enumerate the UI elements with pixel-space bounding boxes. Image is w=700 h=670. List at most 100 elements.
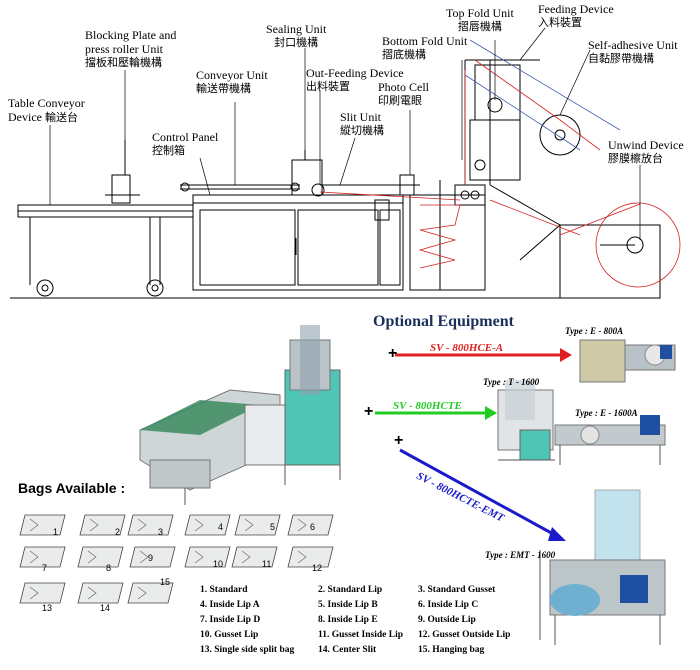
label-blocking-plate: Blocking Plate and press roller Unit 擋板和… <box>85 28 176 69</box>
bag-number-label: 4 <box>218 522 224 532</box>
label-en: Unwind Device <box>608 138 684 152</box>
bag-legend-item: 7. Inside Lip D <box>200 615 261 625</box>
plus-sign-2: + <box>364 403 374 420</box>
bag-legend-item: 13. Single side split bag <box>200 645 295 655</box>
label-en: Slit Unit <box>340 110 382 124</box>
bag-number-label: 14 <box>100 603 111 613</box>
label-en: Photo Cell <box>378 80 430 94</box>
bag-number-label: 6 <box>310 522 316 532</box>
bag-icons <box>19 514 334 604</box>
bag-icon-2 <box>79 514 126 536</box>
label-slit-unit: Slit Unit 縱切機構 <box>340 110 384 137</box>
label-zh: 出料裝置 <box>306 80 350 93</box>
label-unwind-device: Unwind Device 膠膜檫放台 <box>608 138 684 165</box>
plus-sign-1: + <box>388 345 398 362</box>
bag-icon-10 <box>184 546 231 568</box>
label-table-conveyor: Table Conveyor Device 輸送台 <box>8 96 85 124</box>
label-en: Conveyor Unit <box>196 68 268 82</box>
accessory-e1600a-photo <box>554 415 666 465</box>
type-label-emt1600: Type : EMT - 1600 <box>485 550 556 560</box>
bag-number-label: 2 <box>115 527 121 537</box>
type-label-e800a: Type : E - 800A <box>565 326 624 336</box>
optional-equipment-graphic <box>139 325 676 645</box>
label-en: Sealing Unit <box>266 22 327 36</box>
label-feeding-device: Feeding Device 入料裝置 <box>538 2 614 29</box>
bag-number-label: 8 <box>106 563 112 573</box>
bag-legend-item: 14. Center Slit <box>318 645 377 655</box>
bag-icon-4 <box>184 514 231 536</box>
bag-icon-1 <box>19 514 66 536</box>
label-zh: 控制箱 <box>152 144 185 157</box>
model-label-hce-a: SV - 800HCE-A <box>430 342 504 354</box>
label-sealing-unit: Sealing Unit 封口機構 <box>266 22 326 49</box>
label-control-panel: Control Panel 控制箱 <box>152 130 218 157</box>
label-zh: 輸送台 <box>44 111 78 124</box>
accessory-t1600-photo <box>497 380 555 461</box>
main-machine-photo <box>139 325 341 505</box>
bag-legend-item: 1. Standard <box>200 585 248 595</box>
label-en: Control Panel <box>152 130 219 144</box>
label-self-adhesive: Self-adhesive Unit 自黏膠帶機構 <box>588 38 678 65</box>
bag-number-label: 9 <box>148 553 154 563</box>
bag-number-label: 1 <box>53 527 59 537</box>
label-en: Table Conveyor <box>8 96 85 110</box>
bag-icon-15 <box>127 582 174 604</box>
label-photo-cell: Photo Cell 印刷電眼 <box>378 80 429 107</box>
label-en: Self-adhesive Unit <box>588 38 678 52</box>
bag-legend-item: 5. Inside Lip B <box>318 600 378 610</box>
bags-available-title: Bags Available : <box>18 480 126 496</box>
label-en-line2: press roller Unit <box>85 42 163 56</box>
model-arrow-green <box>375 406 497 420</box>
machine-line-drawing <box>10 27 681 299</box>
bag-icon-5 <box>234 514 281 536</box>
bag-number-label: 12 <box>312 563 323 573</box>
label-zh: 摺底機構 <box>382 48 426 61</box>
label-zh: 自黏膠帶機構 <box>588 52 654 65</box>
model-arrow-red <box>395 348 572 362</box>
bag-legend-item: 8. Inside Lip E <box>318 615 378 625</box>
bag-legend-item: 12. Gusset Outside Lip <box>418 630 511 640</box>
label-zh: 縱切機構 <box>340 124 384 137</box>
label-en: Blocking Plate and <box>85 28 177 42</box>
bag-number-label: 15 <box>160 577 171 587</box>
bag-legend-item: 3. Standard Gusset <box>418 585 496 595</box>
accessory-emt1600-photo <box>539 489 666 645</box>
label-zh: 印刷電眼 <box>378 94 422 107</box>
bag-number-label: 10 <box>213 559 224 569</box>
type-label-t1600: Type : T - 1600 <box>483 377 540 387</box>
label-zh: 膠膜檫放台 <box>608 152 663 165</box>
label-en: Feeding Device <box>538 2 614 16</box>
label-zh: 入料裝置 <box>538 16 582 29</box>
label-conveyor-unit: Conveyor Unit 輸送帶機構 <box>196 68 268 95</box>
label-zh: 輸送帶機構 <box>196 82 251 95</box>
model-arrow-blue <box>399 448 566 541</box>
bag-legend-item: 10. Gusset Lip <box>200 630 259 640</box>
bag-number-label: 3 <box>158 527 164 537</box>
label-en: Bottom Fold Unit <box>382 34 468 48</box>
bag-icon-3 <box>127 514 174 536</box>
bag-icon-8 <box>77 546 124 568</box>
plus-sign-3: + <box>394 432 404 449</box>
label-out-feeding: Out-Feeding Device 出料裝置 <box>306 66 404 93</box>
label-zh: 擋板和壓輪機構 <box>85 56 162 69</box>
bag-number-label: 7 <box>42 563 48 573</box>
label-zh: 摺唇機構 <box>457 20 502 33</box>
bag-legend-item: 4. Inside Lip A <box>200 600 260 610</box>
optional-equipment-title: Optional Equipment <box>373 313 514 330</box>
bag-legend-item: 11. Gusset Inside Lip <box>318 630 403 640</box>
label-top-fold: Top Fold Unit 摺唇機構 <box>446 6 514 33</box>
label-bottom-fold: Bottom Fold Unit 摺底機構 <box>382 34 467 61</box>
label-en: Out-Feeding Device <box>306 66 404 80</box>
bag-icon-13 <box>19 582 66 604</box>
bag-icon-9 <box>129 546 176 568</box>
bag-number-label: 11 <box>262 559 272 569</box>
type-label-e1600a: Type : E - 1600A <box>575 408 638 418</box>
label-en-line2: Device <box>8 110 42 124</box>
label-en: Top Fold Unit <box>446 6 514 20</box>
bag-legend-item: 9. Outside Lip <box>418 615 476 625</box>
bag-icon-12 <box>287 546 334 568</box>
label-zh: 封口機構 <box>274 36 319 49</box>
bag-icon-11 <box>231 546 278 568</box>
bag-legend-item: 15. Hanging bag <box>418 645 485 655</box>
